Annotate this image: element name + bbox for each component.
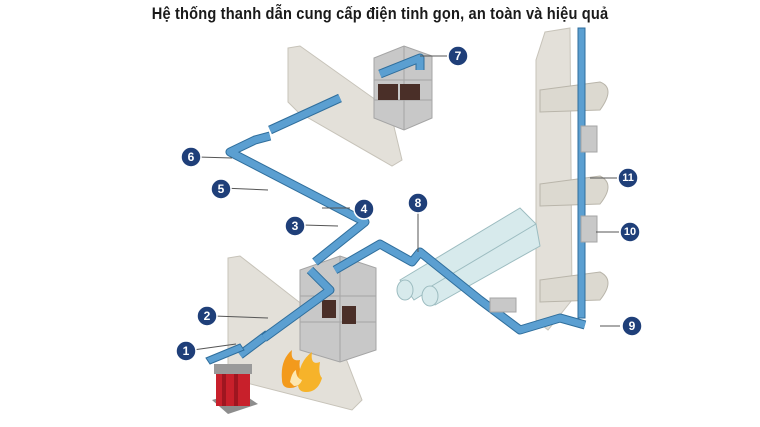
callout-10: 10 xyxy=(619,221,641,243)
svg-text:5: 5 xyxy=(218,182,225,196)
busway-runs xyxy=(225,53,587,359)
svg-text:9: 9 xyxy=(629,319,636,333)
upper-fire-wall xyxy=(287,45,403,167)
callout-2: 2 xyxy=(196,305,218,327)
callout-5: 5 xyxy=(210,178,232,200)
svg-text:10: 10 xyxy=(624,226,636,238)
callout-4: 4 xyxy=(353,198,375,220)
diagram-title: Hệ thống thanh dẫn cung cấp điện tinh gọ… xyxy=(151,4,609,23)
fire-icon xyxy=(281,350,322,392)
callout-1: 1 xyxy=(175,340,197,362)
floor-shelves xyxy=(539,81,609,303)
svg-text:7: 7 xyxy=(455,49,462,63)
callout-8: 8 xyxy=(407,192,429,214)
svg-text:6: 6 xyxy=(188,150,195,164)
callout-11: 11 xyxy=(617,167,639,189)
svg-text:11: 11 xyxy=(622,172,634,184)
svg-text:3: 3 xyxy=(292,219,299,233)
tap-off-boxes xyxy=(580,125,598,243)
svg-text:4: 4 xyxy=(361,202,368,216)
vertical-riser-busway xyxy=(577,27,586,319)
callout-7: 7 xyxy=(447,45,469,67)
callout-3: 3 xyxy=(284,215,306,237)
transformer xyxy=(212,364,258,414)
svg-text:2: 2 xyxy=(204,309,211,323)
transformer-busway xyxy=(205,343,245,365)
svg-text:1: 1 xyxy=(183,344,190,358)
callout-9: 9 xyxy=(621,315,643,337)
svg-text:8: 8 xyxy=(415,196,422,210)
plug-in-unit xyxy=(489,297,517,313)
leader-lines xyxy=(192,55,620,351)
callout-6: 6 xyxy=(180,146,202,168)
